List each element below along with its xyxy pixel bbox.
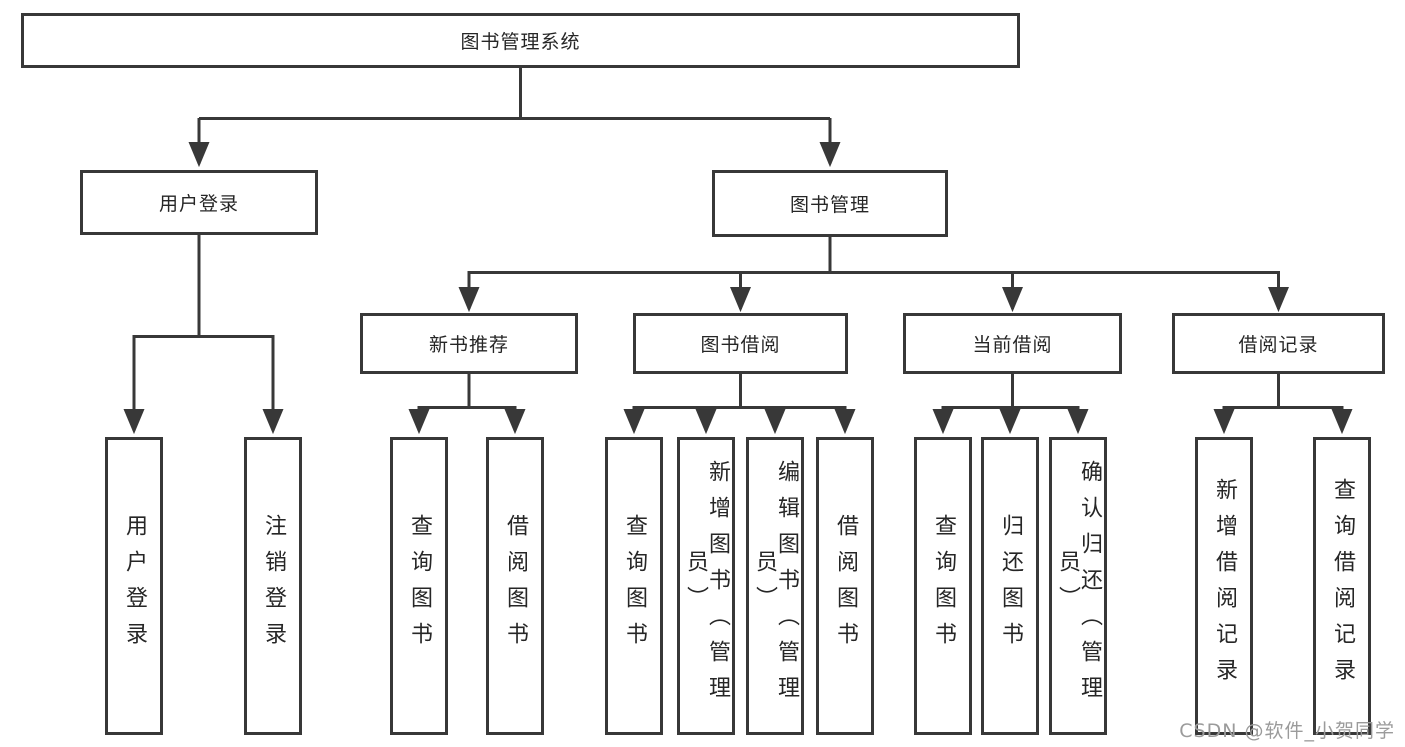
leaf-return-books: 归还图书 [981, 437, 1039, 735]
connector-book-mgmt-group [458, 237, 1289, 313]
leaf-add-books-admin: 新增图书（管理员） [677, 437, 735, 735]
leaf-edit-books-admin: 编辑图书（管理员） [746, 437, 804, 735]
leaf-add-borrow-record: 新增借阅记录 [1195, 437, 1253, 735]
leaf-confirm-return-admin: 确认归还（管理员） [1049, 437, 1107, 735]
csdn-watermark: CSDN @软件_小贺同学 [1179, 720, 1395, 742]
connector-borrow-records-group [1213, 374, 1353, 435]
connector-new-book-rec-group [408, 374, 526, 435]
node-user-login: 用户登录 [80, 170, 318, 235]
node-current-borrowing: 当前借阅 [903, 313, 1122, 374]
leaf-rec-query-books: 查询图书 [390, 437, 448, 735]
connector-user-login-group [123, 235, 284, 435]
connector-current-borrow-group [932, 374, 1089, 435]
leaf-borrow-books: 借阅图书 [816, 437, 874, 735]
leaf-logout: 注销登录 [244, 437, 302, 735]
node-book-borrowing: 图书借阅 [633, 313, 848, 374]
connector-book-borrow-group [623, 374, 856, 435]
leaf-borrow-query-books: 查询图书 [605, 437, 663, 735]
node-book-management: 图书管理 [712, 170, 948, 237]
node-borrowing-records: 借阅记录 [1172, 313, 1385, 374]
leaf-user-login: 用户登录 [105, 437, 163, 735]
node-root-system: 图书管理系统 [21, 13, 1020, 68]
connector-root-group [188, 68, 841, 168]
leaf-current-query-books: 查询图书 [914, 437, 972, 735]
leaf-query-borrow-record: 查询借阅记录 [1313, 437, 1371, 735]
leaf-rec-borrow-books: 借阅图书 [486, 437, 544, 735]
node-new-book-recommend: 新书推荐 [360, 313, 578, 374]
